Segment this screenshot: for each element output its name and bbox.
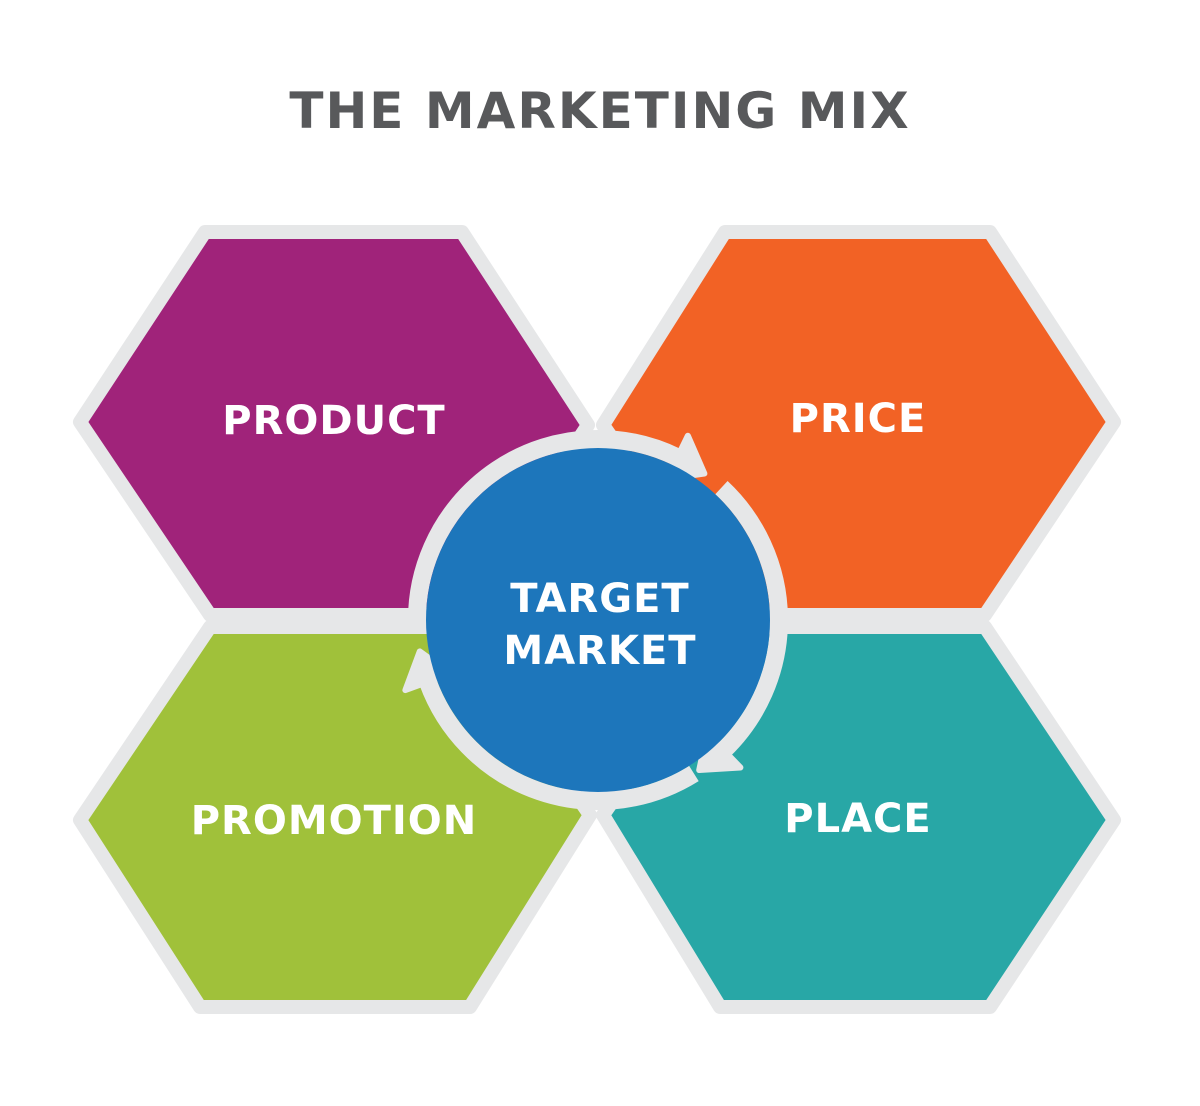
label-promotion: PROMOTION [191, 798, 478, 844]
label-price: PRICE [790, 396, 927, 442]
label-place: PLACE [784, 796, 931, 842]
diagram-title: THE MARKETING MIX [289, 82, 911, 140]
cycle-arc [408, 430, 682, 634]
center-label-line1: TARGET [510, 576, 689, 622]
cycle-arc [419, 678, 699, 810]
cycle-arc [715, 481, 788, 757]
target-market-circle [426, 448, 770, 792]
center-label-line2: MARKET [503, 628, 696, 674]
label-product: PRODUCT [222, 398, 445, 444]
